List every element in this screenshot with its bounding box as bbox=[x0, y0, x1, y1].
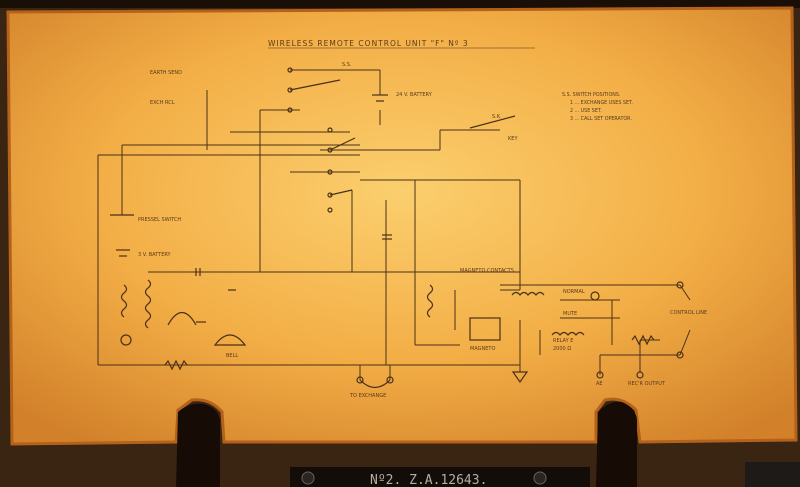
label-24v-battery: 24 V. BATTERY bbox=[396, 92, 433, 98]
plate-corner bbox=[745, 462, 800, 487]
label-bell: BELL bbox=[226, 353, 238, 359]
screw-icon bbox=[301, 471, 315, 485]
label-control-line: CONTROL LINE bbox=[670, 310, 707, 316]
label-relay: RELAY E bbox=[553, 338, 573, 344]
label-pressel-switch: PRESSEL SWITCH bbox=[138, 217, 181, 223]
label-earth-send: EARTH SEND bbox=[150, 70, 182, 76]
label-ss: S.S. bbox=[342, 62, 352, 68]
label-mute: MUTE bbox=[563, 311, 577, 317]
components bbox=[110, 67, 684, 389]
label-pos1: 1 ... EXCHANGE USES SET. bbox=[570, 100, 633, 106]
label-relay-ohms: 2000 Ω bbox=[553, 346, 571, 352]
label-key: KEY bbox=[508, 136, 518, 142]
screw-icon bbox=[533, 471, 547, 485]
diagram-title: WIRELESS REMOTE CONTROL UNIT "F" Nº 3 bbox=[268, 39, 469, 48]
label-normal: NORMAL bbox=[563, 289, 585, 295]
nameplate bbox=[290, 467, 590, 487]
label-magneto: MAGNETO bbox=[470, 346, 495, 352]
wiring bbox=[97, 69, 691, 380]
schematic-panel bbox=[6, 6, 798, 446]
label-ae: AE bbox=[596, 381, 603, 387]
right-slot bbox=[596, 401, 637, 487]
label-exch-rcl: EXCH RCL bbox=[150, 100, 175, 106]
label-sk: S.K. bbox=[492, 114, 502, 120]
label-pos3: 3 ... CALL SET OPERATOR. bbox=[570, 116, 632, 122]
label-ss-positions: S.S. SWITCH POSITIONS. bbox=[562, 92, 620, 98]
serial-number: Nº2. Z.A.12643. bbox=[370, 473, 487, 487]
label-3v-battery: 3 V. BATTERY bbox=[138, 252, 172, 258]
label-rec-output: REC'R OUTPUT bbox=[628, 381, 666, 387]
top-shadow bbox=[0, 0, 800, 8]
label-to-exchange: TO EXCHANGE bbox=[349, 393, 386, 399]
left-slot bbox=[176, 403, 220, 487]
label-magneto-contacts: MAGNETO CONTACTS bbox=[460, 268, 514, 274]
label-pos2: 2 ... USE SET. bbox=[570, 108, 602, 114]
